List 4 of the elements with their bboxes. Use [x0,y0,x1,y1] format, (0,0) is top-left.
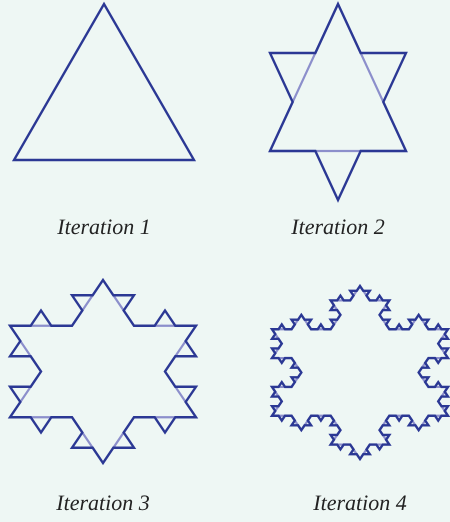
iteration-caption: Iteration 4 [313,490,407,516]
iteration-caption: Iteration 3 [56,490,150,516]
iteration-caption: Iteration 1 [57,214,151,240]
iteration-caption: Iteration 2 [291,214,385,240]
